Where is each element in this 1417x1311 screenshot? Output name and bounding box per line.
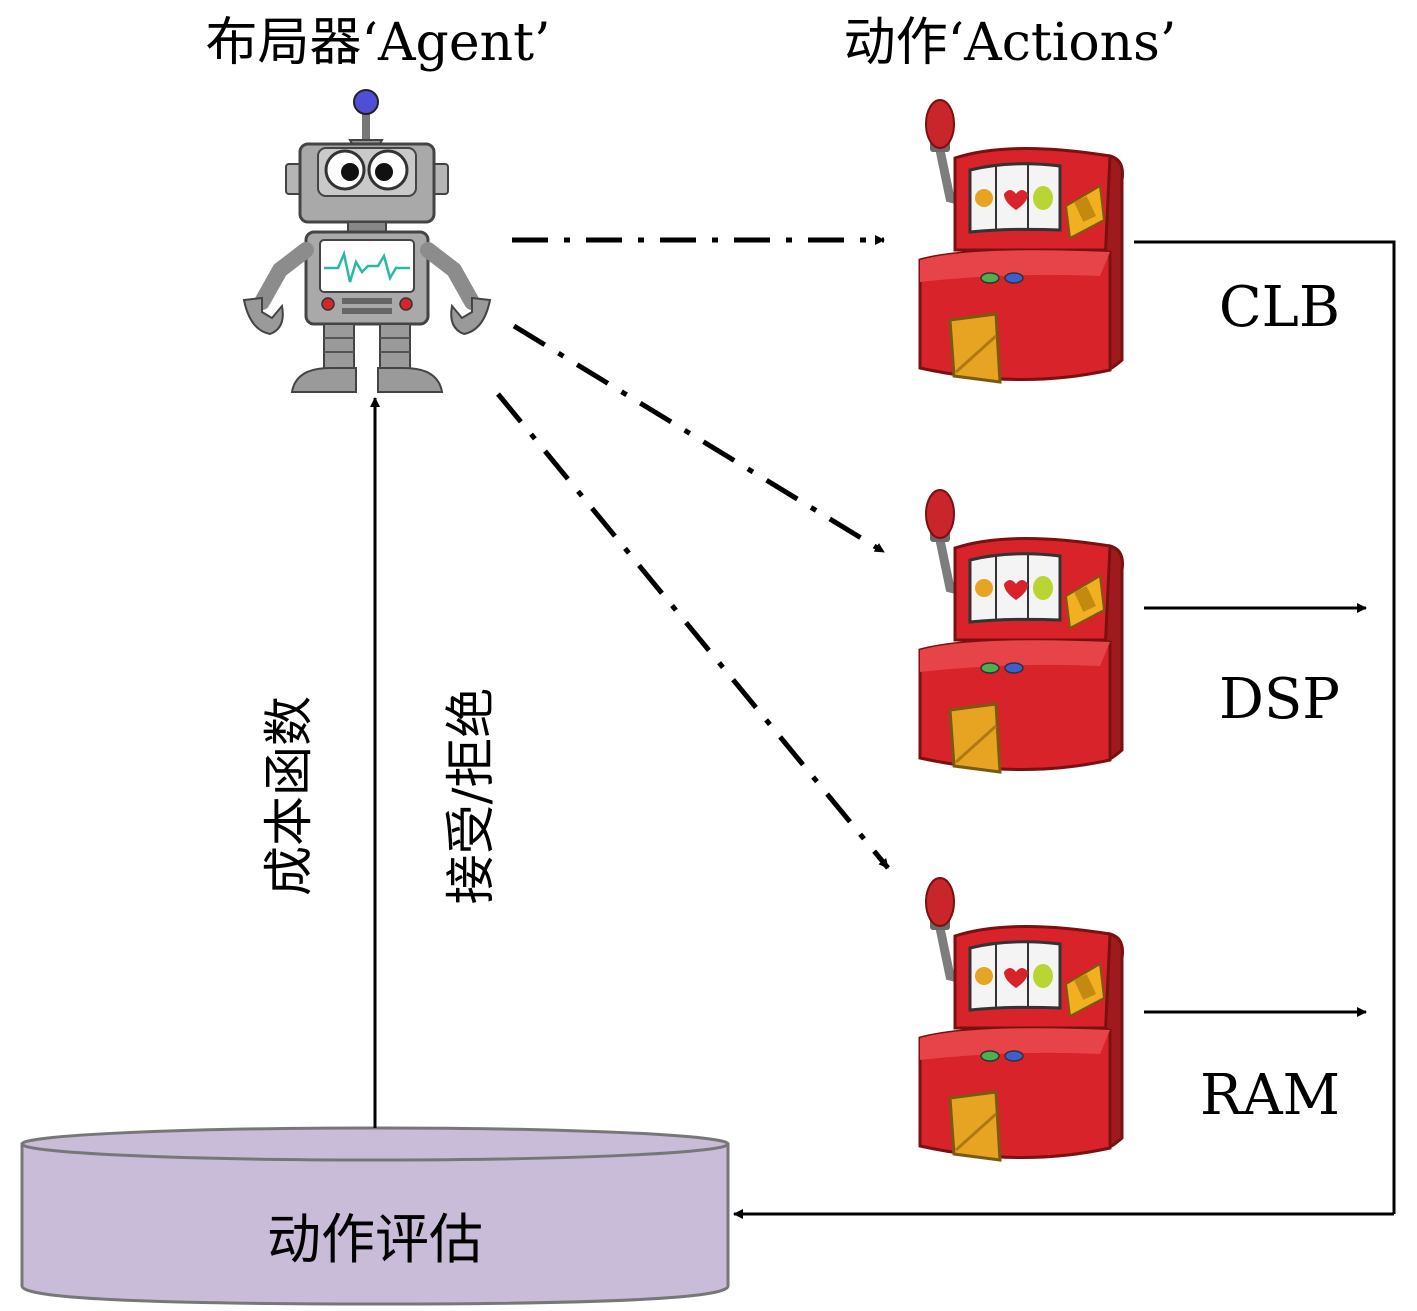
slot-machine-ram-icon <box>920 878 1123 1160</box>
agent-title: 布局器‘Agent’ <box>205 13 550 73</box>
accept-reject-label: 接受/拒绝 <box>442 688 500 905</box>
action-label-dsp: DSP <box>1219 667 1340 732</box>
agent-to-dsp-arrow <box>512 323 886 555</box>
clb-output-line <box>1134 240 1396 1214</box>
action-evaluation-store <box>20 1126 730 1306</box>
actions-title: 动作‘Actions’ <box>844 13 1177 73</box>
slot-machine-clb-icon <box>920 100 1123 382</box>
cost-function-label: 成本函数 <box>260 696 318 896</box>
agent-to-ram-arrow <box>496 392 890 870</box>
action-label-clb: CLB <box>1219 275 1340 340</box>
action-label-ram: RAM <box>1200 1063 1340 1128</box>
evaluation-label: 动作评估 <box>267 1208 483 1271</box>
slot-machine-dsp-icon <box>920 490 1123 772</box>
robot-agent-icon <box>242 89 492 393</box>
